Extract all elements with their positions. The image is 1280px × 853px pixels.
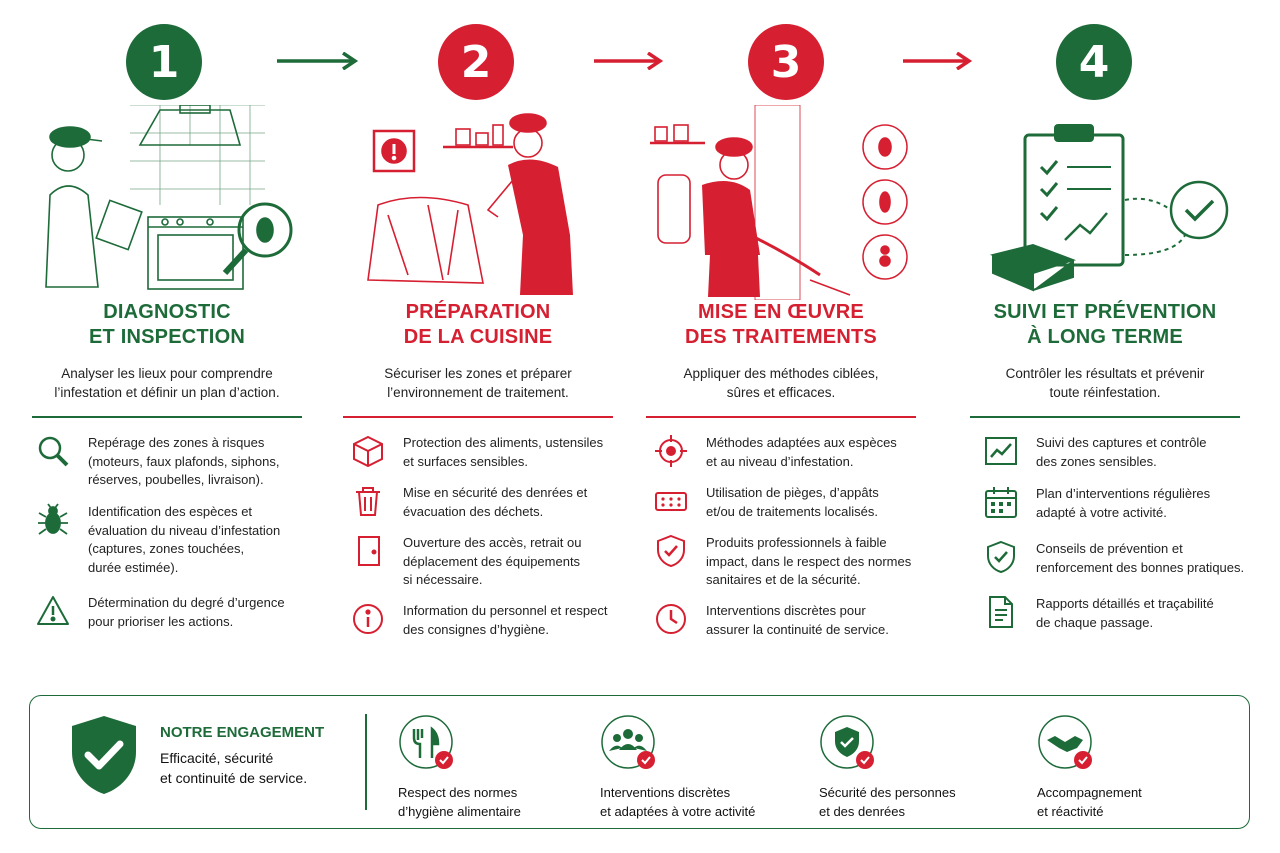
- item-text: Interventions discrètes pour assurer la …: [706, 603, 889, 637]
- step-1-column: DIAGNOSTIC ET INSPECTION Analyser les li…: [32, 300, 302, 418]
- step-4-title-line2: À LONG TERME: [1027, 326, 1183, 348]
- list-item: Rapports détaillés et traçabilité de cha…: [984, 595, 1214, 632]
- step-1-title-line1: DIAGNOSTIC: [103, 301, 231, 323]
- list-item: Repérage des zones à risques (moteurs, f…: [36, 434, 280, 490]
- item-text: Méthodes adaptées aux espèces et au nive…: [706, 435, 897, 469]
- step-1-subtitle: Analyser les lieux pour comprendre l’inf…: [54, 366, 280, 400]
- list-item: Identification des espèces et évaluation…: [36, 503, 280, 577]
- item-text: Détermination du degré d’urgence pour pr…: [88, 595, 285, 629]
- list-item: Information du personnel et respect des …: [351, 602, 608, 639]
- list-item: Méthodes adaptées aux espèces et au nive…: [654, 434, 897, 471]
- kitchen-preparation-illustration: [367, 113, 573, 295]
- step-4-title-line1: SUIVI ET PRÉVENTION: [993, 301, 1217, 323]
- engagement-item-text: Interventions discrètes et adaptées à vo…: [600, 785, 756, 819]
- step-3-title-line2: DES TRAITEMENTS: [685, 326, 877, 348]
- list-item: Utilisation de pièges, d’appâts et/ou de…: [654, 484, 879, 521]
- arrow-right-icon: [594, 52, 664, 70]
- list-item: Détermination du degré d’urgence pour pr…: [36, 594, 285, 631]
- step-4-column: SUIVI ET PRÉVENTION À LONG TERME Contrôl…: [970, 300, 1240, 418]
- handshake-icon: [1038, 715, 1092, 769]
- item-text: Conseils de prévention et renforcement d…: [1036, 541, 1245, 575]
- step-3-divider: [646, 416, 916, 418]
- team-icon: [601, 715, 655, 769]
- step-3-column: MISE EN ŒUVRE DES TRAITEMENTS Appliquer …: [646, 300, 916, 418]
- item-text: Identification des espèces et évaluation…: [88, 504, 281, 575]
- info-icon: [353, 604, 383, 634]
- target-icon: [655, 435, 687, 467]
- list-item: Plan d’interventions régulières adapté à…: [984, 485, 1210, 522]
- item-text: Ouverture des accès, retrait ou déplacem…: [403, 535, 582, 587]
- list-item: Ouverture des accès, retrait ou déplacem…: [351, 534, 581, 590]
- step-4-subtitle: Contrôler les résultats et prévenir tout…: [1005, 366, 1205, 400]
- warning-icon: [37, 596, 69, 625]
- monitoring-illustration: [989, 124, 1229, 292]
- calendar-icon: [985, 487, 1017, 518]
- box-icon: [353, 435, 383, 468]
- document-icon: [989, 596, 1013, 628]
- step-1-divider: [32, 416, 302, 418]
- list-item: Interventions discrètes pour assurer la …: [654, 602, 889, 639]
- step-1-number: 1: [126, 24, 202, 100]
- step-4-number: 4: [1056, 24, 1132, 100]
- shield-check-icon: [72, 716, 136, 794]
- item-text: Utilisation de pièges, d’appâts et/ou de…: [706, 485, 879, 519]
- engagement-item-text: Respect des normes d’hygiène alimentaire: [398, 785, 521, 819]
- engagement-item: Accompagnement et réactivité: [1037, 714, 1237, 821]
- item-text: Rapports détaillés et traçabilité de cha…: [1036, 596, 1214, 630]
- engagement-item: Interventions discrètes et adaptées à vo…: [600, 714, 800, 821]
- list-item: Conseils de prévention et renforcement d…: [984, 540, 1244, 577]
- shield-icon: [820, 715, 874, 769]
- step-1-title-line2: ET INSPECTION: [89, 326, 245, 348]
- list-item: Mise en sécurité des denrées et évacuati…: [351, 484, 587, 521]
- item-text: Suivi des captures et contrôle des zones…: [1036, 435, 1207, 469]
- step-4-divider: [970, 416, 1240, 418]
- bug-icon: [38, 503, 68, 535]
- inspection-illustration: [45, 105, 293, 290]
- shield-check-icon: [657, 534, 685, 568]
- arrow-right-icon: [903, 52, 973, 70]
- cutlery-icon: [399, 715, 453, 769]
- step-2-divider: [343, 416, 613, 418]
- item-text: Plan d’interventions régulières adapté à…: [1036, 486, 1211, 520]
- trash-icon: [356, 487, 380, 516]
- step-2-title-line1: PRÉPARATION: [405, 301, 551, 323]
- trap-icon: [655, 492, 687, 511]
- step-3-subtitle: Appliquer des méthodes ciblées, sûres et…: [683, 366, 879, 400]
- divider: [365, 714, 367, 810]
- list-item: Produits professionnels à faible impact,…: [654, 534, 911, 590]
- item-text: Repérage des zones à risques (moteurs, f…: [88, 435, 280, 487]
- item-text: Protection des aliments, ustensiles et s…: [403, 435, 604, 469]
- step-3-title-line1: MISE EN ŒUVRE: [698, 301, 864, 323]
- step-2-title-line2: DE LA CUISINE: [403, 326, 553, 348]
- engagement-item-text: Accompagnement et réactivité: [1037, 785, 1142, 819]
- engagement-item: Respect des normes d’hygiène alimentaire: [398, 714, 598, 821]
- door-icon: [358, 536, 380, 566]
- magnifier-icon: [38, 436, 69, 467]
- treatment-illustration: [650, 105, 908, 300]
- step-2-number: 2: [438, 24, 514, 100]
- engagement-title: NOTRE ENGAGEMENT: [160, 724, 325, 741]
- shield-check-icon: [987, 540, 1015, 574]
- engagement-subtitle: Efficacité, sécurité et continuité de se…: [160, 750, 308, 786]
- arrow-right-icon: [277, 52, 359, 70]
- list-item: Suivi des captures et contrôle des zones…: [984, 434, 1207, 471]
- step-3-number: 3: [748, 24, 824, 100]
- engagement-item: Sécurité des personnes et des denrées: [819, 714, 1019, 821]
- chart-icon: [985, 437, 1017, 465]
- item-text: Produits professionnels à faible impact,…: [706, 535, 912, 587]
- engagement-item-text: Sécurité des personnes et des denrées: [819, 785, 956, 819]
- clock-icon: [656, 604, 686, 634]
- item-text: Mise en sécurité des denrées et évacuati…: [403, 485, 588, 519]
- list-item: Protection des aliments, ustensiles et s…: [351, 434, 603, 471]
- engagement-panel: NOTRE ENGAGEMENT Efficacité, sécurité et…: [29, 695, 1250, 829]
- item-text: Information du personnel et respect des …: [403, 603, 608, 637]
- step-2-subtitle: Sécuriser les zones et préparer l’enviro…: [384, 366, 572, 400]
- step-2-column: PRÉPARATION DE LA CUISINE Sécuriser les …: [343, 300, 613, 418]
